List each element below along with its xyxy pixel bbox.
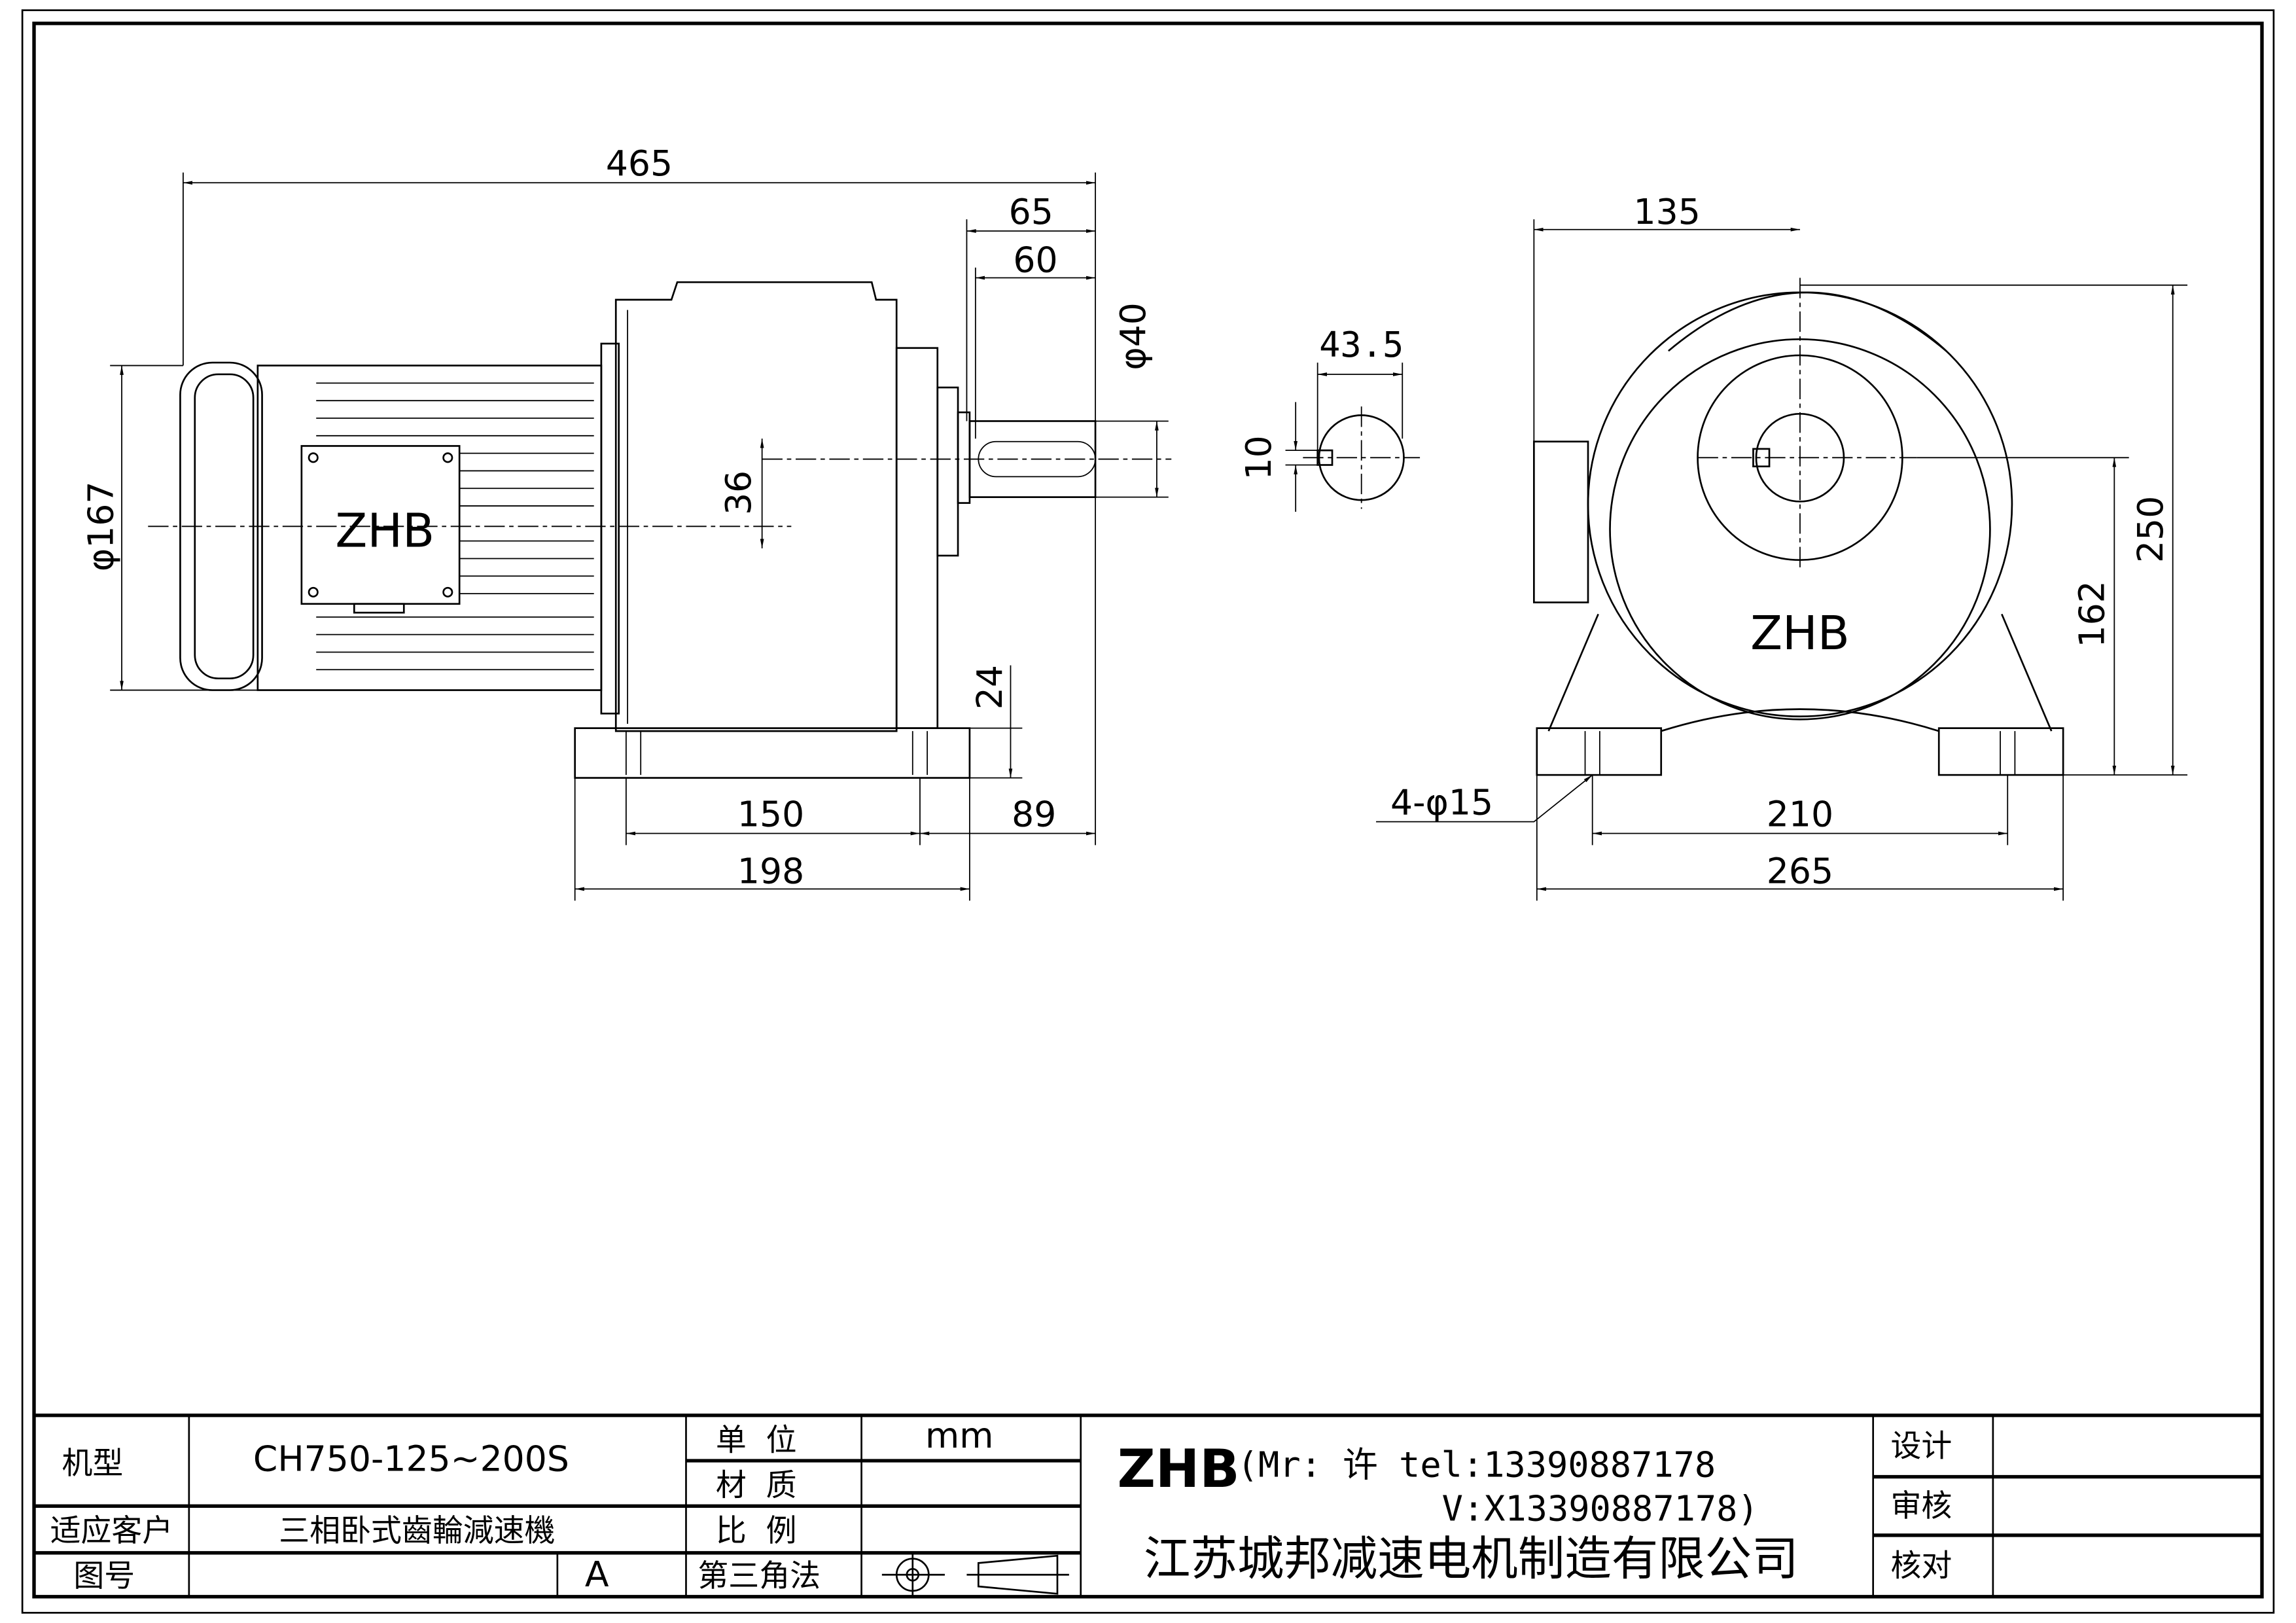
unit-label: 单 位	[716, 1422, 797, 1458]
check-label: 核对	[1891, 1548, 1952, 1584]
dim-phi167: φ167	[80, 481, 122, 571]
right-foot	[1937, 727, 2064, 776]
projection-label: 第三角法	[698, 1558, 821, 1594]
model-value: CH750-125~200S	[253, 1438, 569, 1480]
dim-135: 135	[1633, 191, 1700, 232]
review-label: 审核	[1891, 1488, 1952, 1524]
customer-label: 适应客户	[50, 1513, 173, 1549]
dim-24: 24	[969, 665, 1010, 709]
end-view: ZHB 135 250 162 210 265 4-φ15	[1376, 191, 2188, 901]
motor-flange	[600, 342, 620, 715]
drawing-no-label: 图号	[73, 1558, 135, 1594]
shaft-section: 43.5 10	[1238, 324, 1421, 512]
dim-265: 265	[1767, 850, 1833, 891]
terminal-box-end	[1532, 440, 1589, 603]
dim-150: 150	[737, 793, 804, 834]
dim-36: 36	[718, 471, 759, 515]
unit-value: mm	[925, 1415, 993, 1456]
end-logo: ZHB	[1750, 606, 1850, 660]
contact-line-2: V:X13390887178)	[1442, 1488, 1759, 1529]
design-label: 设计	[1891, 1428, 1952, 1464]
base-plate	[574, 727, 971, 779]
inner-frame	[32, 22, 2264, 1599]
third-angle-projection-icon	[881, 1552, 1069, 1597]
dim-phi40: φ40	[1112, 302, 1154, 370]
dim-10: 10	[1238, 435, 1279, 480]
customer-value: 三相卧式齒輪減速機	[279, 1513, 555, 1549]
contact-line-1: (Mr: 许 tel:13390887178	[1237, 1444, 1716, 1486]
revision: A	[585, 1554, 609, 1595]
company-name: 江苏城邦减速电机制造有限公司	[1144, 1531, 1799, 1586]
output-flange	[895, 347, 939, 729]
dim-65: 65	[1009, 191, 1053, 232]
model-label: 机型	[62, 1446, 123, 1482]
left-foot	[1536, 727, 1663, 776]
dim-210: 210	[1767, 793, 1833, 834]
material-label: 材 质	[716, 1468, 797, 1504]
dim-250: 250	[2130, 496, 2171, 563]
dim-60: 60	[1013, 240, 1057, 281]
dim-43-5: 43.5	[1319, 324, 1404, 365]
dim-162: 162	[2072, 580, 2113, 647]
side-view: ZHB 465 65 60 φ40 φ167 36 24	[80, 143, 1172, 901]
outer-border	[21, 9, 2275, 1614]
dim-465: 465	[606, 143, 673, 184]
scale-label: 比 例	[716, 1513, 797, 1549]
motor-logo: ZHB	[335, 504, 434, 558]
dim-198: 198	[737, 850, 804, 891]
brand-logo: ZHB	[1118, 1438, 1240, 1499]
title-block: 机型 CH750-125~200S 适应客户 三相卧式齒輪減速機 图号 A 单 …	[34, 1414, 2262, 1597]
dim-4-phi15: 4-φ15	[1390, 781, 1493, 823]
dim-89: 89	[1012, 793, 1056, 834]
